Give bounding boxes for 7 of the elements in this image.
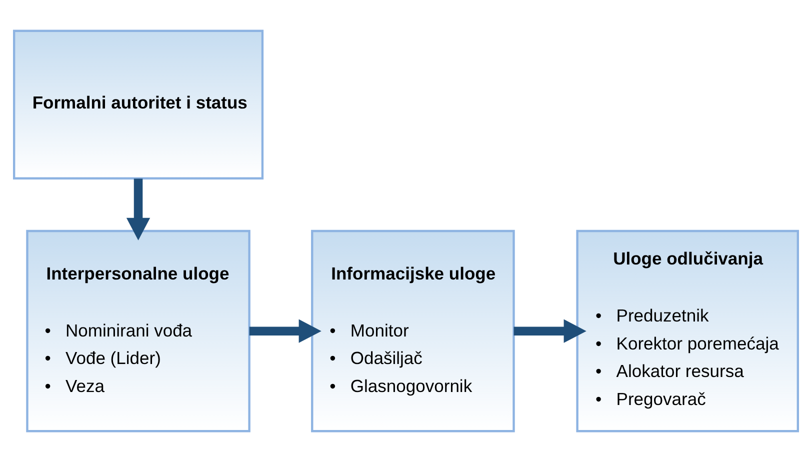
node-box: Formalni autoritet i status <box>13 29 264 179</box>
arrow <box>126 178 150 240</box>
arrow <box>514 318 586 342</box>
node-box: Informacijske uloge • Monitor • Odašiljač • Glasnogovornik <box>311 229 515 432</box>
arrow <box>249 318 322 342</box>
node-box: Uloge odlučivanja • Preduzetnik • Korektor poremećaja • Alokator resursa • Pregovarač <box>576 229 799 432</box>
node-box: Interpersonalne uloge • Nominirani vođa • Vođe (Lider) • Veza <box>26 229 250 432</box>
